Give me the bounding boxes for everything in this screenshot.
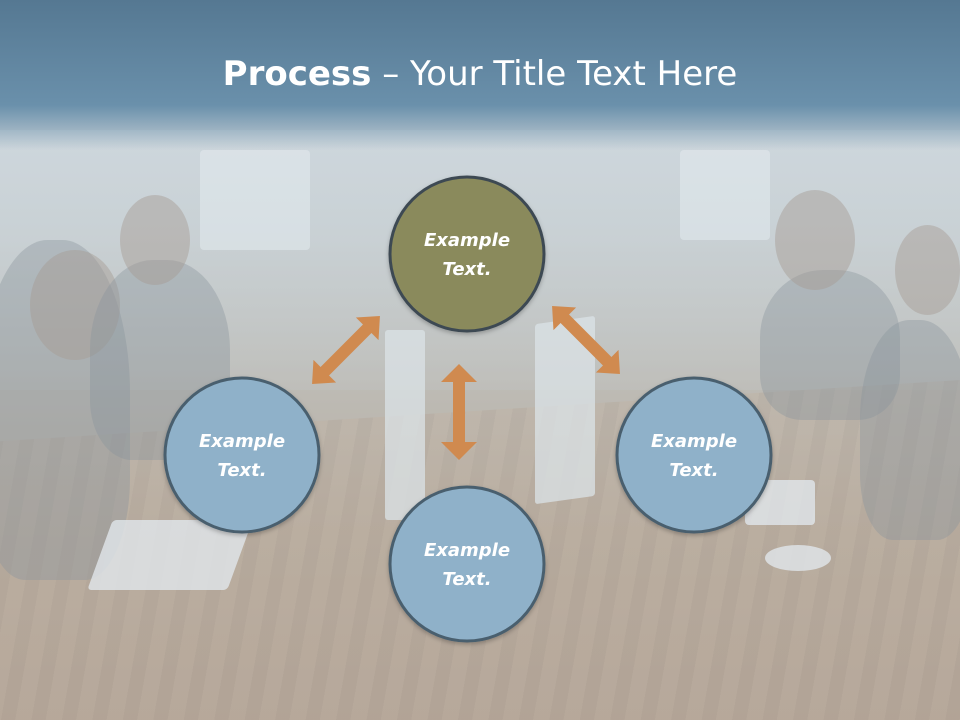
node-top-line1: Example	[424, 230, 510, 251]
background-person	[860, 320, 960, 540]
title-rest: Your Title Text Here	[410, 54, 738, 94]
node-bottom-line1: Example	[424, 540, 510, 561]
node-bottom-circle	[388, 485, 546, 643]
node-top-line2: Text.	[442, 259, 491, 280]
background-head	[30, 250, 120, 360]
node-left[interactable]: Example Text.	[163, 376, 321, 534]
node-left-line1: Example	[199, 431, 285, 452]
slide-title: Process – Your Title Text Here	[0, 52, 960, 96]
node-right[interactable]: Example Text.	[615, 376, 773, 534]
background-mouse	[765, 545, 831, 571]
node-bottom[interactable]: Example Text.	[388, 485, 546, 643]
background-monitor	[385, 330, 425, 520]
node-bottom-line2: Text.	[442, 569, 491, 590]
background-window	[200, 150, 310, 250]
node-right-circle	[615, 376, 773, 534]
title-dash: –	[371, 54, 411, 94]
background-window	[680, 150, 770, 240]
node-right-line1: Example	[651, 431, 737, 452]
node-left-line2: Text.	[217, 460, 266, 481]
arrow-top-left	[312, 316, 380, 384]
title-band	[0, 0, 960, 150]
arrow-top-right	[552, 306, 620, 374]
node-left-circle	[163, 376, 321, 534]
node-top-circle	[388, 175, 546, 333]
node-top[interactable]: Example Text.	[388, 175, 546, 333]
background-head	[895, 225, 960, 315]
background-person	[0, 240, 130, 580]
background-head	[120, 195, 190, 285]
title-bold: Process	[222, 54, 372, 94]
arrow-vertical	[441, 364, 477, 460]
node-right-line2: Text.	[669, 460, 718, 481]
background-person	[760, 270, 900, 420]
background-head	[775, 190, 855, 290]
arrow-group	[312, 306, 620, 460]
